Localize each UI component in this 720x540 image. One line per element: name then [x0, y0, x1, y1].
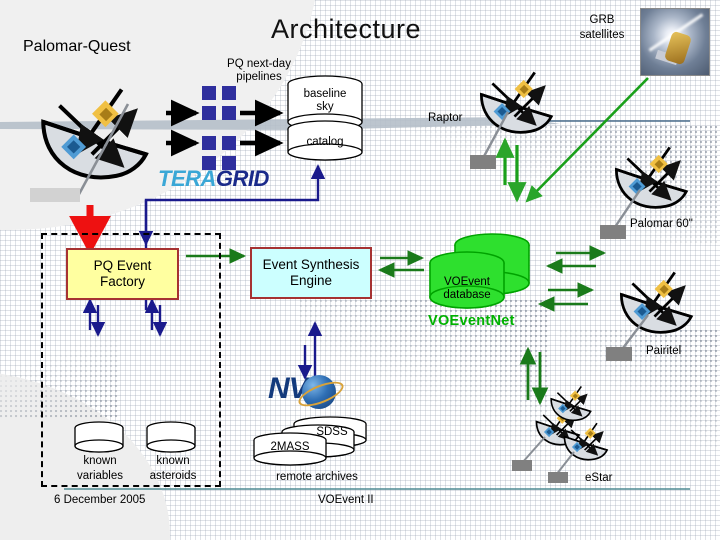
pairitel-label: Pairitel [646, 345, 682, 357]
grb-satellites-label-line2: satellites [579, 29, 625, 41]
estar-label: eStar [585, 472, 613, 484]
baseline-sky-label-line1: baseline [303, 88, 347, 100]
sdss-label: SDSS [316, 426, 348, 438]
known-variables-label-line2: variables [76, 470, 124, 482]
page-title: Architecture [271, 14, 422, 44]
pq-event-factory-box[interactable]: PQ Event Factory [66, 248, 179, 300]
event-synthesis-label-line2: Engine [289, 273, 333, 288]
pq-pipelines-label-line1: PQ next-day [227, 58, 291, 70]
pq-event-factory-label-line2: Factory [99, 274, 145, 289]
event-synthesis-engine-box[interactable]: Event Synthesis Engine [250, 247, 372, 299]
date-footer: 6 December 2005 [54, 494, 146, 506]
voevent-database-label-line2: database [443, 289, 491, 301]
event-synthesis-label-line1: Event Synthesis [262, 257, 360, 273]
raptor-label: Raptor [428, 112, 463, 124]
teragrid-logo-part2: GRID [215, 166, 270, 191]
grb-satellite-image [640, 8, 710, 76]
remote-archives-label: remote archives [276, 471, 358, 483]
baseline-sky-label-line2: sky [316, 101, 334, 113]
palomar-quest-label: Palomar-Quest [23, 38, 131, 55]
pq-pipelines-label-line2: pipelines [236, 71, 282, 83]
footer-label: VOEvent II [318, 494, 374, 506]
voeventnet-label: VOEventNet [428, 313, 515, 329]
known-asteroids-label-line2: asteroids [149, 470, 197, 482]
pq-event-factory-label-line1: PQ Event [93, 258, 152, 274]
grb-satellites-label-line1: GRB [589, 14, 615, 26]
teragrid-logo-part1: TERA [158, 166, 216, 191]
known-variables-label-line1: known [83, 455, 117, 467]
teragrid-logo: TERAGRID [158, 166, 269, 192]
palomar60-label: Palomar 60" [630, 218, 693, 230]
voevent-database-label-line1: VOEvent [443, 276, 491, 288]
known-asteroids-label-line1: known [156, 455, 190, 467]
catalog-label: catalog [306, 136, 344, 148]
twomass-label: 2MASS [270, 441, 310, 453]
